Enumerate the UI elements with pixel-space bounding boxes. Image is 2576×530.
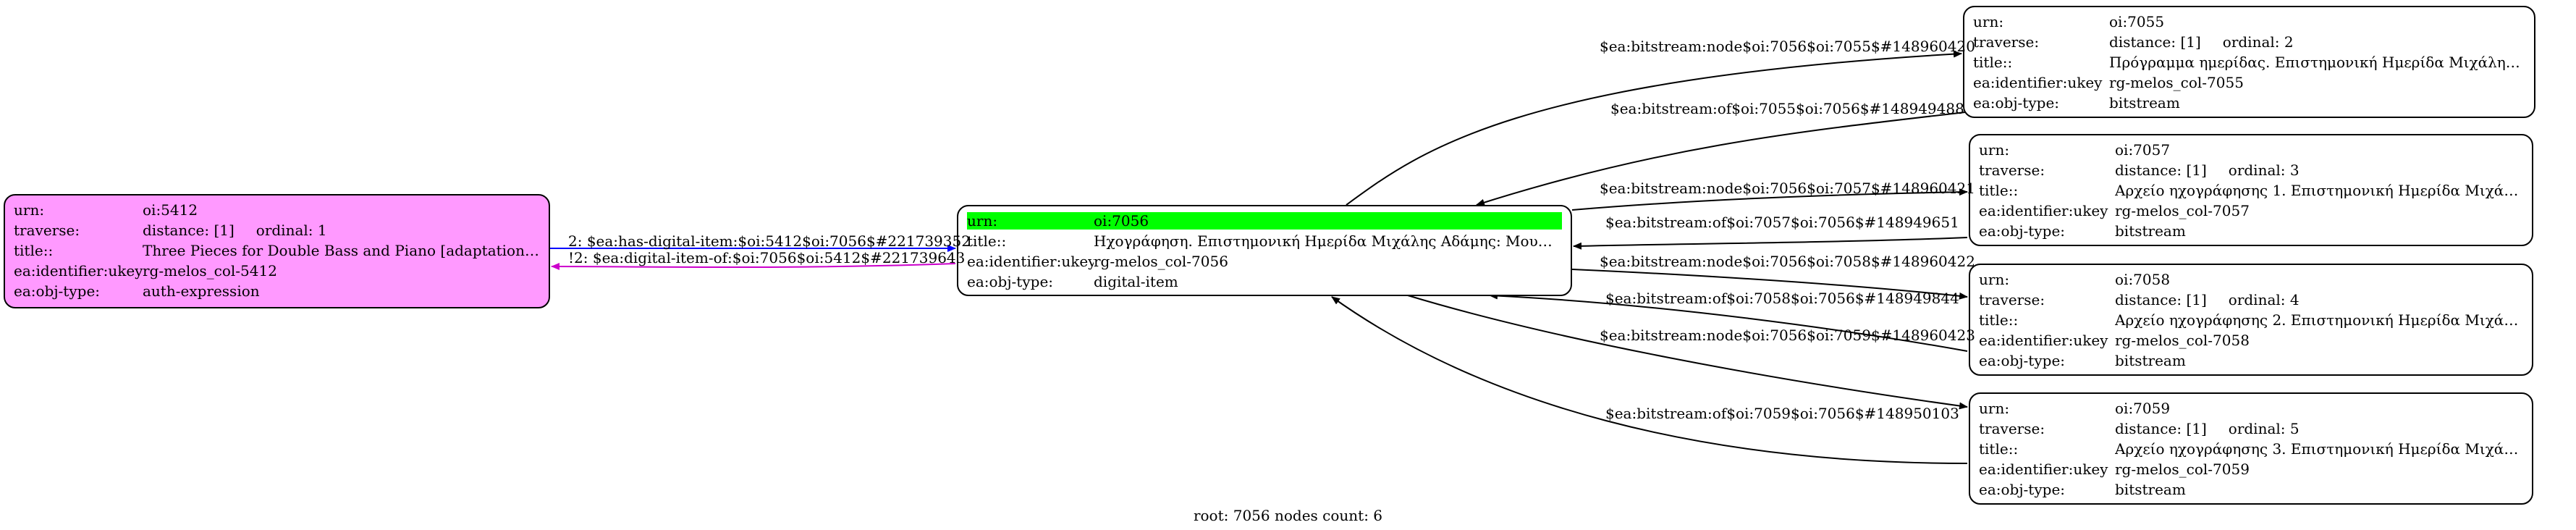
ukey-value: rg-melos_col-5412: [143, 262, 277, 279]
field-key: urn:: [967, 212, 1094, 230]
edge-bitstream-of-7059: [1331, 296, 1968, 464]
field-key: ea:obj-type:: [967, 273, 1054, 290]
ordinal-value: ordinal: 1: [256, 222, 327, 239]
node-oi-7059[interactable]: urn: oi:7059 traverse: distance: [1] ordina…: [1969, 392, 2533, 505]
ordinal-value: ordinal: 2: [2222, 33, 2294, 51]
field-key: urn:: [1979, 400, 2010, 417]
edge-bitstream-node-7055: [1346, 50, 1962, 206]
field-key: ea:identifier:ukey: [1973, 74, 2103, 91]
urn-value: oi:7056: [1094, 212, 1562, 230]
node-oi-7058[interactable]: urn: oi:7058 traverse: distance: [1] ordina…: [1969, 264, 2533, 376]
obj-type-value: bitstream: [2115, 352, 2186, 369]
field-key: ea:obj-type:: [1979, 352, 2066, 369]
field-key: traverse:: [1979, 291, 2045, 308]
edge-digital-item-of: [551, 263, 956, 271]
field-key: ea:identifier:ukey: [967, 253, 1094, 270]
field-key: ea:obj-type:: [1979, 481, 2066, 498]
field-key: traverse:: [1979, 420, 2045, 437]
field-key: ea:obj-type:: [1973, 94, 2060, 112]
field-key: urn:: [1979, 141, 2010, 159]
title-value: Three Pieces for Double Bass and Piano […: [143, 242, 540, 259]
edge-label-digital-item-of: !2: $ea:digital-item-of:$oi:7056$oi:5412…: [568, 249, 966, 266]
edge-bitstream-of-7057: [1573, 237, 1968, 250]
urn-value: oi:7057: [2115, 141, 2171, 159]
edge-label-node-7059: $ea:bitstream:node$oi:7056$oi:7059$#1489…: [1600, 327, 1975, 344]
title-value: Πρόγραμμα ημερίδας. Επιστημονική Ημερίδα…: [2109, 54, 2525, 71]
urn-value: oi:5412: [143, 201, 198, 219]
title-value: Αρχείο ηχογράφησης 3. Επιστημονική Ημερί…: [2115, 440, 2523, 458]
edge-label-of-7057: $ea:bitstream:of$oi:7057$oi:7056$#148949…: [1605, 214, 1959, 231]
title-value: Αρχείο ηχογράφησης 2. Επιστημονική Ημερί…: [2115, 311, 2523, 329]
distance-value: distance: [1]: [143, 222, 235, 239]
edge-bitstream-node-7059: [1407, 295, 1968, 410]
field-key: title::: [14, 242, 54, 259]
ordinal-value: ordinal: 4: [2228, 291, 2300, 308]
field-key: title::: [967, 232, 1007, 250]
field-key: traverse:: [14, 222, 80, 239]
field-key: title::: [1979, 182, 2019, 199]
obj-type-value: bitstream: [2115, 481, 2186, 498]
field-key: urn:: [1979, 271, 2010, 288]
ukey-value: rg-melos_col-7056: [1094, 253, 1228, 270]
edge-bitstream-node-7057: [1571, 188, 1968, 211]
edge-label-of-7058: $ea:bitstream:of$oi:7058$oi:7056$#148949…: [1605, 290, 1959, 307]
field-key: urn:: [14, 201, 45, 219]
edge-label-of-7055: $ea:bitstream:of$oi:7055$oi:7056$#148949…: [1610, 100, 1964, 117]
field-key: title::: [1979, 311, 2019, 329]
edge-label-of-7059: $ea:bitstream:of$oi:7059$oi:7056$#148950…: [1605, 405, 1959, 422]
ukey-value: rg-melos_col-7059: [2115, 460, 2250, 478]
field-key: ea:identifier:ukey: [1979, 202, 2108, 219]
field-key: title::: [1973, 54, 2013, 71]
edge-bitstream-of-7058: [1489, 292, 1968, 352]
graph-footer: root: 7056 nodes count: 6: [1193, 507, 1383, 524]
field-key: urn:: [1973, 13, 2004, 30]
field-key: title::: [1979, 440, 2019, 458]
field-key: ea:identifier:ukey: [14, 262, 143, 279]
urn-value: oi:7058: [2115, 271, 2171, 288]
distance-value: distance: [1]: [2115, 291, 2207, 308]
distance-value: distance: [1]: [2109, 33, 2201, 51]
field-key: traverse:: [1973, 33, 2040, 51]
distance-value: distance: [1]: [2115, 161, 2207, 179]
edge-label-node-7058: $ea:bitstream:node$oi:7056$oi:7058$#1489…: [1600, 253, 1975, 270]
urn-value: oi:7059: [2115, 400, 2171, 417]
field-key: ea:identifier:ukey: [1979, 332, 2108, 349]
distance-value: distance: [1]: [2115, 420, 2207, 437]
ukey-value: rg-melos_col-7058: [2115, 332, 2250, 349]
obj-type-value: bitstream: [2115, 222, 2186, 240]
title-value: Ηχογράφηση. Επιστημονική Ημερίδα Μιχάλης…: [1094, 232, 1562, 250]
obj-type-value: bitstream: [2109, 94, 2180, 112]
edge-label-node-7057: $ea:bitstream:node$oi:7056$oi:7057$#1489…: [1600, 180, 1975, 197]
field-key: ea:obj-type:: [1979, 222, 2066, 240]
node-oi-7055[interactable]: urn: oi:7055 traverse: distance: [1] ordina…: [1963, 6, 2535, 118]
ukey-value: rg-melos_col-7057: [2115, 202, 2250, 219]
edge-label-node-7055: $ea:bitstream:node$oi:7056$oi:7055$#1489…: [1600, 38, 1975, 55]
field-key: ea:identifier:ukey: [1979, 460, 2108, 478]
obj-type-value: digital-item: [1094, 273, 1178, 290]
ordinal-value: ordinal: 5: [2228, 420, 2300, 437]
edge-label-has-digital-item: 2: $ea:has-digital-item:$oi:5412$oi:7056…: [568, 232, 971, 250]
title-value: Αρχείο ηχογράφησης 1. Επιστημονική Ημερί…: [2115, 182, 2523, 199]
edge-bitstream-of-7055: [1476, 112, 1966, 206]
ukey-value: rg-melos_col-7055: [2109, 74, 2244, 91]
field-key: traverse:: [1979, 161, 2045, 179]
ordinal-value: ordinal: 3: [2228, 161, 2300, 179]
node-oi-7056[interactable]: urn:oi:7056 title::Ηχογράφηση. Επιστημον…: [957, 205, 1572, 296]
node-oi-5412[interactable]: urn: oi:5412 traverse: distance: [1] ordina…: [4, 194, 550, 308]
urn-value: oi:7055: [2109, 13, 2165, 30]
field-key: ea:obj-type:: [14, 282, 101, 300]
obj-type-value: auth-expression: [143, 282, 260, 300]
edge-bitstream-node-7058: [1571, 269, 1968, 300]
node-oi-7057[interactable]: urn: oi:7057 traverse: distance: [1] ordina…: [1969, 134, 2533, 246]
